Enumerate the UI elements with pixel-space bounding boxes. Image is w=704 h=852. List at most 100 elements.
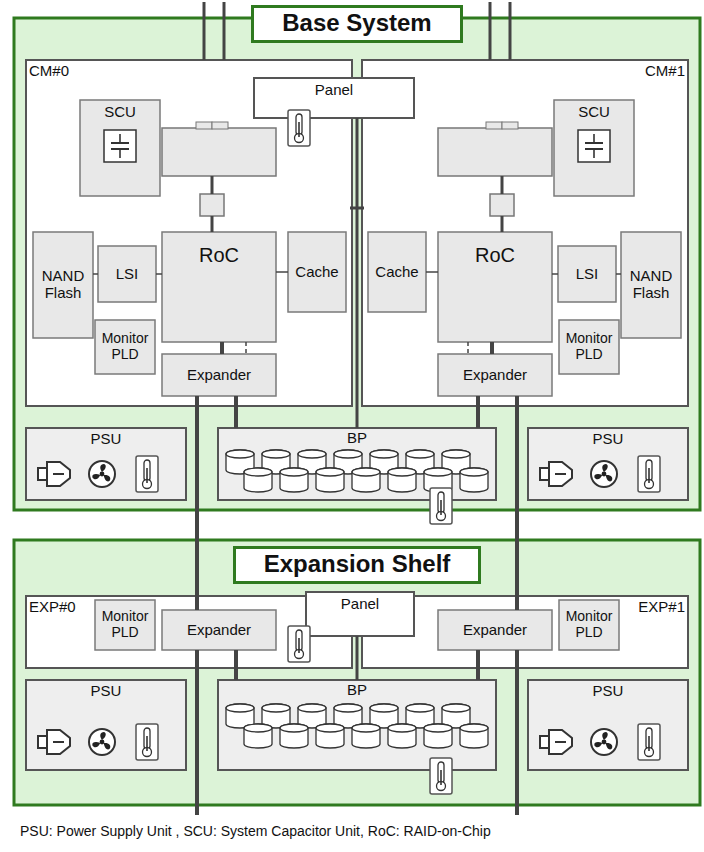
- expander-module: Expander Monitor PLD EXP#1: [362, 596, 688, 668]
- sas-expander: Expander: [438, 610, 552, 650]
- box-outline: [218, 680, 496, 770]
- connector-line: [220, 342, 224, 354]
- disk-top: [226, 704, 254, 712]
- box-label: Monitor PLD: [95, 331, 155, 362]
- box-label: Expander: [462, 622, 528, 639]
- front-panel: Panel: [306, 592, 414, 636]
- box-outline: [558, 246, 616, 302]
- box-label: PSU: [91, 680, 122, 700]
- front-panel: Panel: [254, 78, 414, 118]
- box-label: Monitor PLD: [559, 609, 619, 640]
- power-supply: PSU: [26, 680, 186, 770]
- connector-line: [476, 396, 480, 428]
- temperature-sensor: [288, 626, 310, 662]
- raid-chip: RoC: [162, 232, 276, 342]
- box-outline: [528, 428, 688, 500]
- disk-top: [352, 724, 380, 732]
- disk-drive: [244, 468, 272, 492]
- controller-module: CacheRoCLSINAND FlashSCUMonitor PLDExpan…: [362, 60, 688, 406]
- disk-drive: [424, 724, 452, 748]
- box-outline: [288, 232, 346, 312]
- disk-top: [352, 468, 380, 476]
- temperature-sensor: [430, 488, 452, 524]
- caption-area: PSU: Power Supply Unit , SCU: System Cap…: [20, 823, 491, 839]
- monitor-pld: Monitor PLD: [95, 600, 155, 650]
- box-label: PSU: [593, 428, 624, 448]
- box-outline: [621, 232, 681, 338]
- disk-drive: [316, 724, 344, 748]
- monitor-pld: Monitor PLD: [95, 320, 155, 374]
- box-label: CM#0: [26, 60, 69, 80]
- connector-line: [476, 650, 480, 680]
- lsi-chip: LSI: [98, 246, 156, 302]
- lsi-chip: LSI: [558, 246, 616, 302]
- disk-drive: [460, 468, 488, 492]
- power-supply: PSU: [26, 428, 186, 500]
- box-outline: [368, 232, 426, 312]
- box-outline: [528, 680, 688, 770]
- disk-top: [388, 724, 416, 732]
- box-label: Monitor PLD: [95, 609, 155, 640]
- disk-drive: [316, 468, 344, 492]
- disk-top: [316, 468, 344, 476]
- box-label: SCU: [104, 100, 136, 121]
- disk-drive: [280, 724, 308, 748]
- box-label: LSI: [115, 266, 140, 283]
- disk-top: [334, 704, 362, 712]
- section-title: Expansion Shelf: [233, 546, 482, 584]
- disk-top: [334, 450, 362, 458]
- disk-top: [262, 704, 290, 712]
- box-label: BP: [347, 428, 367, 447]
- psu-icons: [38, 456, 158, 492]
- section-title: Base System: [251, 5, 462, 43]
- box-label: Expander: [462, 367, 528, 384]
- disk-top: [280, 724, 308, 732]
- box-outline: [95, 320, 155, 374]
- cascade-lines: [197, 650, 517, 815]
- disk-drives: [226, 450, 488, 748]
- connector-line: [195, 396, 199, 610]
- box-outline: [98, 246, 156, 302]
- box-label: CM#1: [645, 60, 688, 80]
- disk-top: [280, 468, 308, 476]
- box-label: Cache: [294, 264, 339, 281]
- box-outline: [80, 100, 160, 196]
- box-outline: [162, 232, 276, 342]
- box-outline: [14, 18, 700, 510]
- temperature-sensor: [288, 110, 310, 146]
- disk-top: [442, 704, 470, 712]
- box-outline: [95, 600, 155, 650]
- box-outline: [26, 428, 186, 500]
- box-outline: [554, 100, 634, 196]
- connector-line: [156, 273, 162, 275]
- sas-expander: Expander: [162, 354, 276, 396]
- box-label: NAND Flash: [33, 268, 93, 302]
- capacitor-unit: SCU: [554, 100, 634, 196]
- enclosure: Monitor PLD Expander EXP#0 PanelExpander Mon…: [14, 540, 700, 805]
- controller-module: SCU NAND Flash LSI RoC CacheMonitor PLDExpan…: [26, 60, 352, 406]
- box-label: EXP#1: [638, 596, 688, 616]
- box-label: Monitor PLD: [559, 331, 619, 362]
- connector-line: [276, 271, 288, 273]
- disk-top: [406, 450, 434, 458]
- psu-icons: [540, 724, 660, 760]
- flash-memory: NAND Flash: [621, 232, 681, 338]
- box-label: EXP#0: [26, 596, 76, 616]
- box-outline: [162, 354, 276, 396]
- disk-drive: [388, 468, 416, 492]
- disk-top: [316, 724, 344, 732]
- sas-expander: Expander: [438, 354, 552, 396]
- disk-top: [370, 704, 398, 712]
- connector-line: [426, 271, 438, 273]
- disk-top: [244, 468, 272, 476]
- disk-top: [226, 450, 254, 458]
- capacitor-symbol: [578, 130, 610, 162]
- power-supply: PSU: [528, 680, 688, 770]
- box-outline: [33, 232, 93, 338]
- disk-drive: [352, 468, 380, 492]
- dashed-link: [246, 342, 468, 354]
- disk-top: [406, 704, 434, 712]
- monitor-pld: Monitor PLD: [559, 600, 619, 650]
